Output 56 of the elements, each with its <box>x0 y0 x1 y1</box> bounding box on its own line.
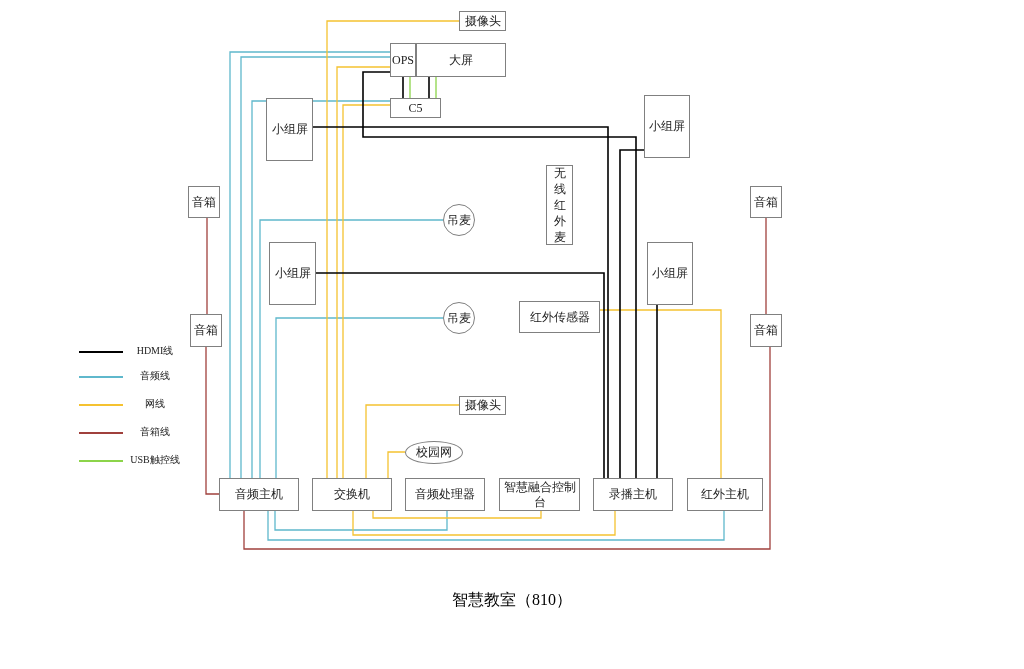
device-box: 无线红外麦 <box>546 165 573 245</box>
legend-label: USB触控线 <box>130 454 180 466</box>
cable-line <box>205 346 220 495</box>
device-box: 音箱 <box>750 186 782 218</box>
microphone-circle: 吊麦 <box>443 204 475 236</box>
cable-line <box>342 104 391 479</box>
cable-line <box>765 217 767 315</box>
legend-label: 网线 <box>144 398 166 410</box>
cable-line <box>352 510 616 536</box>
cable-line <box>251 100 391 479</box>
legend-label: 音箱线 <box>139 426 171 438</box>
device-box: 小组屏 <box>266 98 313 161</box>
device-box: OPS <box>390 43 416 77</box>
device-box: 智慧融合控制台 <box>499 478 580 511</box>
device-box: 交换机 <box>312 478 392 511</box>
device-box: 大屏 <box>416 43 506 77</box>
device-box: 音箱 <box>750 314 782 347</box>
legend-label: HDMI线 <box>135 345 175 357</box>
device-box: 音箱 <box>188 186 220 218</box>
cable-line <box>402 76 404 99</box>
network-ellipse: 校园网 <box>405 441 463 464</box>
device-box: 录播主机 <box>593 478 673 511</box>
cable-line <box>372 510 542 519</box>
cable-line <box>619 149 645 479</box>
cable-line <box>599 309 722 479</box>
caption: 智慧教室（810） <box>451 590 573 610</box>
legend-label: 音频线 <box>139 370 171 382</box>
cable-line <box>365 404 460 479</box>
device-box: 红外传感器 <box>519 301 600 333</box>
cable-line <box>409 76 411 99</box>
cable-line <box>267 510 725 541</box>
cable-line <box>315 272 605 479</box>
cable-line <box>336 66 391 479</box>
cable-line <box>435 76 437 99</box>
device-box: 音箱 <box>190 314 222 347</box>
cable-line <box>275 317 444 479</box>
cable-line <box>312 126 609 479</box>
device-box: 音频主机 <box>219 478 299 511</box>
cable-line <box>656 304 658 479</box>
cable-line <box>206 217 208 315</box>
device-box: 小组屏 <box>269 242 316 305</box>
cable-line <box>362 71 637 479</box>
cable-line <box>326 20 460 479</box>
device-box: 小组屏 <box>644 95 690 158</box>
microphone-circle: 吊麦 <box>443 302 475 334</box>
cable-line <box>428 76 430 99</box>
device-box: C5 <box>390 98 441 118</box>
device-box: 红外主机 <box>687 478 763 511</box>
cable-line <box>387 451 406 479</box>
device-box: 小组屏 <box>647 242 693 305</box>
device-box: 摄像头 <box>459 396 506 415</box>
device-box: 摄像头 <box>459 11 506 31</box>
cable-line <box>274 510 448 531</box>
cable-line <box>259 219 444 479</box>
device-box: 音频处理器 <box>405 478 485 511</box>
cable-line <box>243 346 771 550</box>
